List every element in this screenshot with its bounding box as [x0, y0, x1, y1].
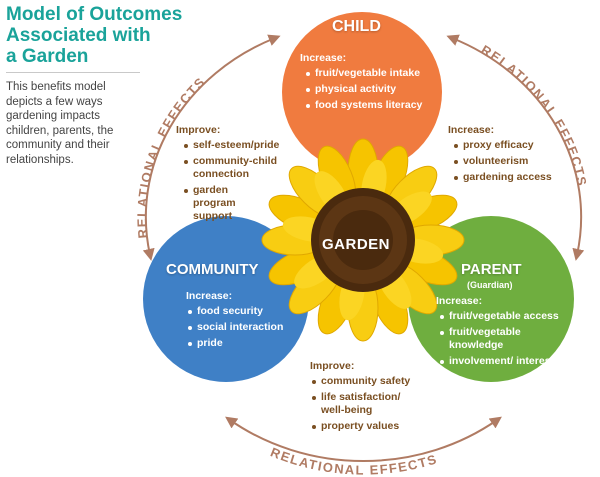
- list-item: proxy efficacy: [454, 139, 574, 152]
- title-line: Associated with: [6, 25, 151, 46]
- child-community-list: self-esteem/pride community-child connec…: [184, 139, 296, 226]
- list-item: life satisfaction/ well-being: [312, 391, 424, 417]
- sunflower-icon: [261, 138, 465, 342]
- list-item: food security: [188, 305, 308, 318]
- garden-center-label: GARDEN: [322, 236, 391, 253]
- community-circle: [143, 216, 309, 382]
- child-parent-list: proxy efficacy volunteerism gardening ac…: [454, 139, 574, 187]
- title-line: Model of Outcomes: [6, 4, 183, 25]
- community-list: food security social interaction pride: [188, 305, 308, 353]
- page-title: Model of Outcomes Associated with a Gard…: [6, 4, 206, 67]
- list-item: involvement/ interest: [440, 355, 568, 368]
- relational-ring: [142, 34, 585, 463]
- list-item: gardening access: [454, 171, 574, 184]
- parent-heading: PARENT: [461, 261, 522, 278]
- community-parent-lead: Improve:: [310, 360, 355, 372]
- list-item: self-esteem/pride: [184, 139, 296, 152]
- list-item: food systems literacy: [306, 99, 436, 112]
- list-item: fruit/vegetable access: [440, 310, 568, 323]
- parent-circle: [408, 216, 574, 382]
- child-community-lead: Improve:: [176, 124, 221, 136]
- community-parent-list: community safety life satisfaction/ well…: [312, 375, 424, 436]
- child-heading: CHILD: [332, 18, 381, 35]
- child-parent-lead: Increase:: [448, 124, 495, 136]
- parent-lead: Increase:: [436, 295, 483, 307]
- title-divider: [6, 72, 140, 73]
- list-item: fruit/vegetable knowledge: [440, 326, 568, 352]
- community-heading: COMMUNITY: [166, 261, 259, 278]
- title-line: a Garden: [6, 46, 89, 67]
- list-item: garden program support: [184, 184, 257, 223]
- description-text: This benefits model depicts a few ways g…: [6, 81, 114, 166]
- child-lead: Increase:: [300, 52, 347, 64]
- list-item: fruit/vegetable intake: [306, 67, 436, 80]
- list-item: physical activity: [306, 83, 436, 96]
- list-item: community safety: [312, 375, 424, 388]
- list-item: social interaction: [188, 321, 308, 334]
- community-lead: Increase:: [186, 290, 233, 302]
- list-item: property values: [312, 420, 424, 433]
- list-item: volunteerism: [454, 155, 574, 168]
- parent-subheading: (Guardian): [467, 280, 513, 290]
- parent-list: fruit/vegetable access fruit/vegetable k…: [440, 310, 568, 371]
- list-item: pride: [188, 337, 308, 350]
- child-list: fruit/vegetable intake physical activity…: [306, 67, 436, 115]
- list-item: community-child connection: [184, 155, 296, 181]
- child-circle: [282, 12, 442, 172]
